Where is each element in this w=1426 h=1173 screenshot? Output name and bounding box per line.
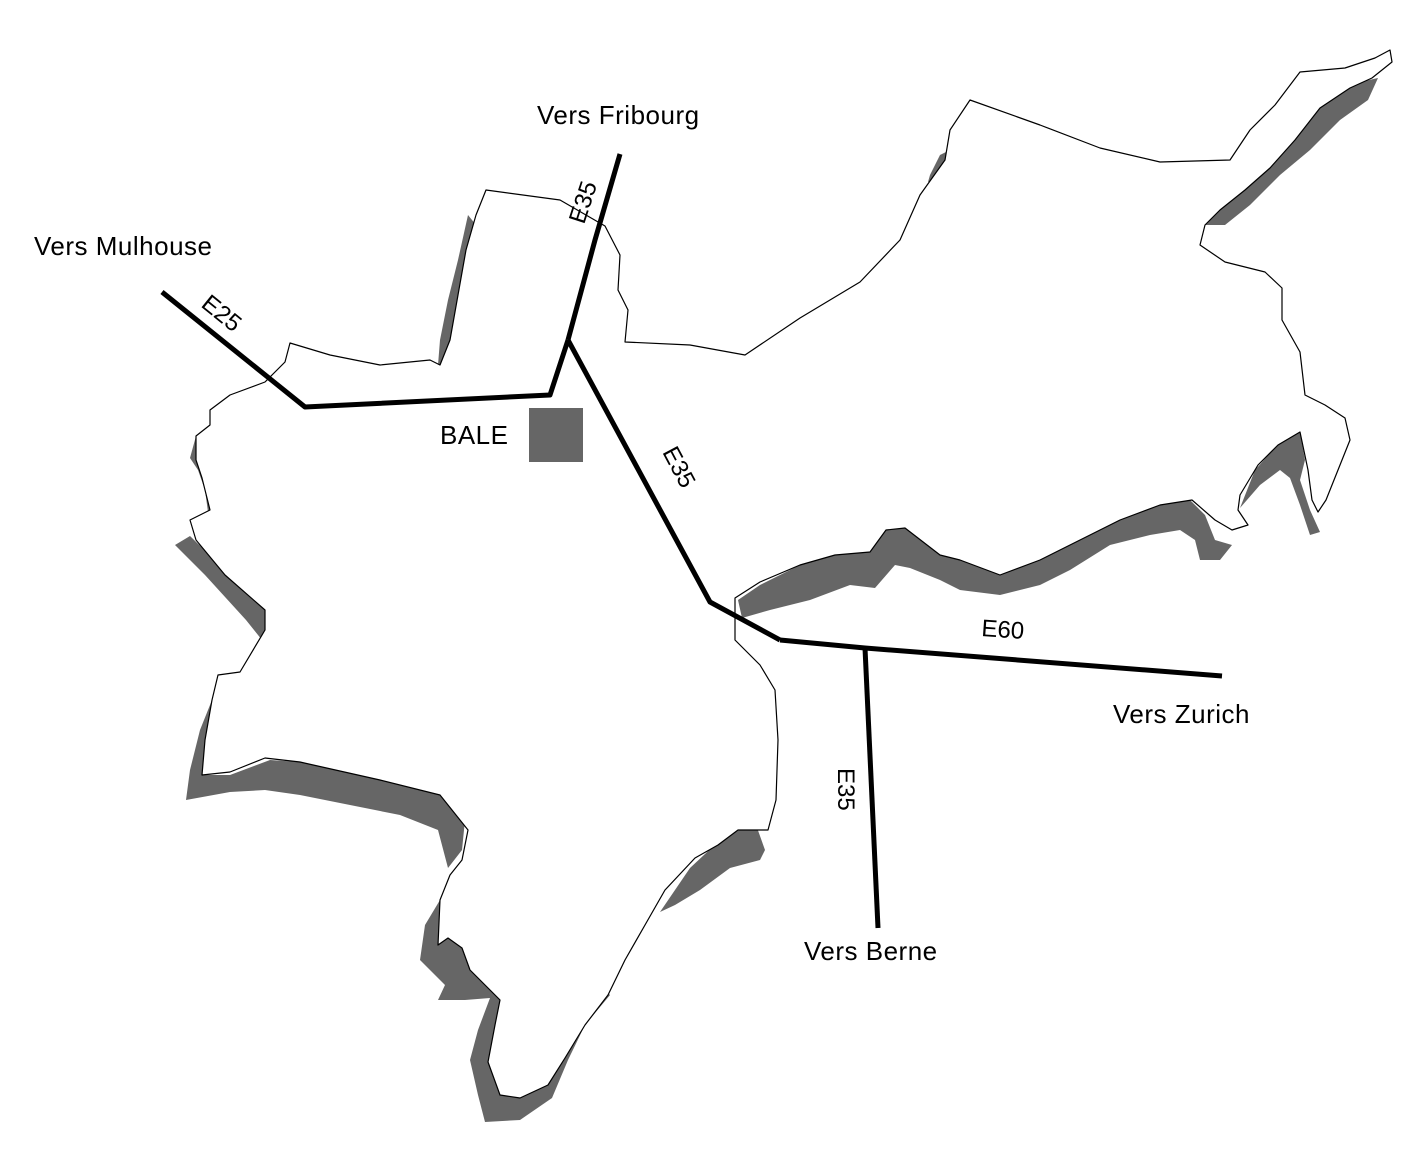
city-marker-square <box>529 408 583 462</box>
destination-zurich: Vers Zurich <box>1113 699 1250 729</box>
road-label-e25-west: E25 <box>196 290 246 338</box>
road-label-e35-south: E35 <box>832 768 859 811</box>
shadow-south-bay <box>420 900 610 1122</box>
city-label: BALE <box>440 420 509 450</box>
road-e60-east <box>779 637 1223 679</box>
shadow-east-hook <box>1240 432 1320 535</box>
territory-outline <box>189 49 1393 1099</box>
shadow-south-east <box>660 822 765 912</box>
road-label-e35-north: E35 <box>564 178 603 227</box>
shadow-northeast-fjord <box>1205 78 1378 225</box>
relief-shadows <box>175 78 1378 1122</box>
road-e35-center <box>565 338 782 643</box>
destination-berne: Vers Berne <box>804 936 938 966</box>
shadow-rhine-bank <box>738 500 1232 618</box>
shadow-west-diagonal <box>175 536 272 640</box>
road-label-e60-east: E60 <box>981 615 1025 645</box>
shadow-southwest <box>186 700 466 868</box>
road-e35-south <box>862 647 881 929</box>
road-network <box>160 153 1223 929</box>
road-e25-west <box>160 290 571 410</box>
road-e35-north <box>565 153 623 341</box>
destination-fribourg: Vers Fribourg <box>537 100 700 130</box>
destination-mulhouse: Vers Mulhouse <box>34 231 212 261</box>
